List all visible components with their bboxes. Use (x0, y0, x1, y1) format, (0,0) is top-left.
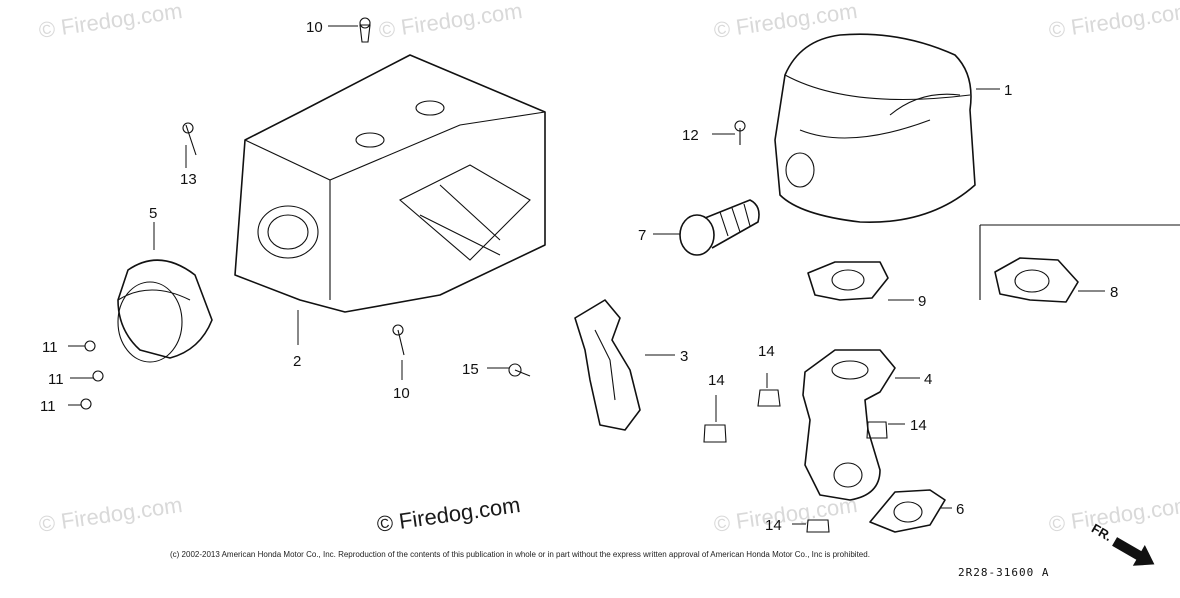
callout-14-right: 14 (910, 417, 927, 434)
callout-8: 8 (1110, 284, 1118, 301)
watermark-top-right: © Firedog.com (712, 0, 859, 43)
watermark-layer: © Firedog.com © Firedog.com © Firedog.co… (37, 0, 1180, 537)
callout-11-b: 11 (48, 371, 64, 388)
part-9-gasket (807, 261, 889, 301)
callout-5: 5 (149, 205, 157, 222)
callout-4: 4 (924, 371, 932, 388)
arrow-icon (1112, 537, 1155, 566)
watermark-top-center: © Firedog.com (377, 0, 524, 43)
watermark-bottom-left: © Firedog.com (37, 492, 184, 537)
callout-13: 13 (180, 171, 197, 188)
callout-14-bottom: 14 (765, 517, 782, 534)
callout-1: 1 (1004, 82, 1012, 99)
leader-lines (68, 25, 1105, 525)
callout-14-left: 14 (708, 372, 725, 389)
callout-11-a: 11 (42, 339, 58, 356)
part-6-gasket (869, 489, 946, 533)
watermark-bottom-right: © Firedog.com (712, 492, 859, 537)
callout-6: 6 (956, 501, 964, 518)
copyright-notice: (c) 2002-2013 American Honda Motor Co., … (170, 550, 870, 559)
part-7-spark-arrester (679, 199, 760, 256)
callout-10-bottom: 10 (393, 385, 410, 402)
callout-3: 3 (680, 348, 688, 365)
part-4-exhaust-manifold (802, 349, 896, 501)
callout-14-top: 14 (758, 343, 775, 360)
diagram-code: 2R28-31600 A (958, 566, 1049, 579)
callout-12: 12 (682, 127, 699, 144)
hardware-group (80, 17, 888, 533)
callout-7: 7 (638, 227, 646, 244)
callout-10-top: 10 (306, 19, 323, 36)
part-2-muffler-protector (234, 54, 546, 313)
watermark-center: © Firedog.com (375, 492, 522, 537)
part-3-bracket (574, 299, 641, 431)
callout-9: 9 (918, 293, 926, 310)
callout-2: 2 (293, 353, 301, 370)
part-8-gasket (979, 224, 1180, 303)
watermark-top-far-right: © Firedog.com (1047, 0, 1180, 43)
callout-11-c: 11 (40, 398, 56, 415)
callout-15: 15 (462, 361, 479, 378)
part-5-end-cap (117, 259, 213, 363)
watermark-top-left: © Firedog.com (37, 0, 184, 43)
callout-labels: 10 13 5 2 10 11 11 11 15 3 7 12 1 9 8 4 … (40, 19, 1118, 534)
part-1-muffler (774, 33, 976, 224)
